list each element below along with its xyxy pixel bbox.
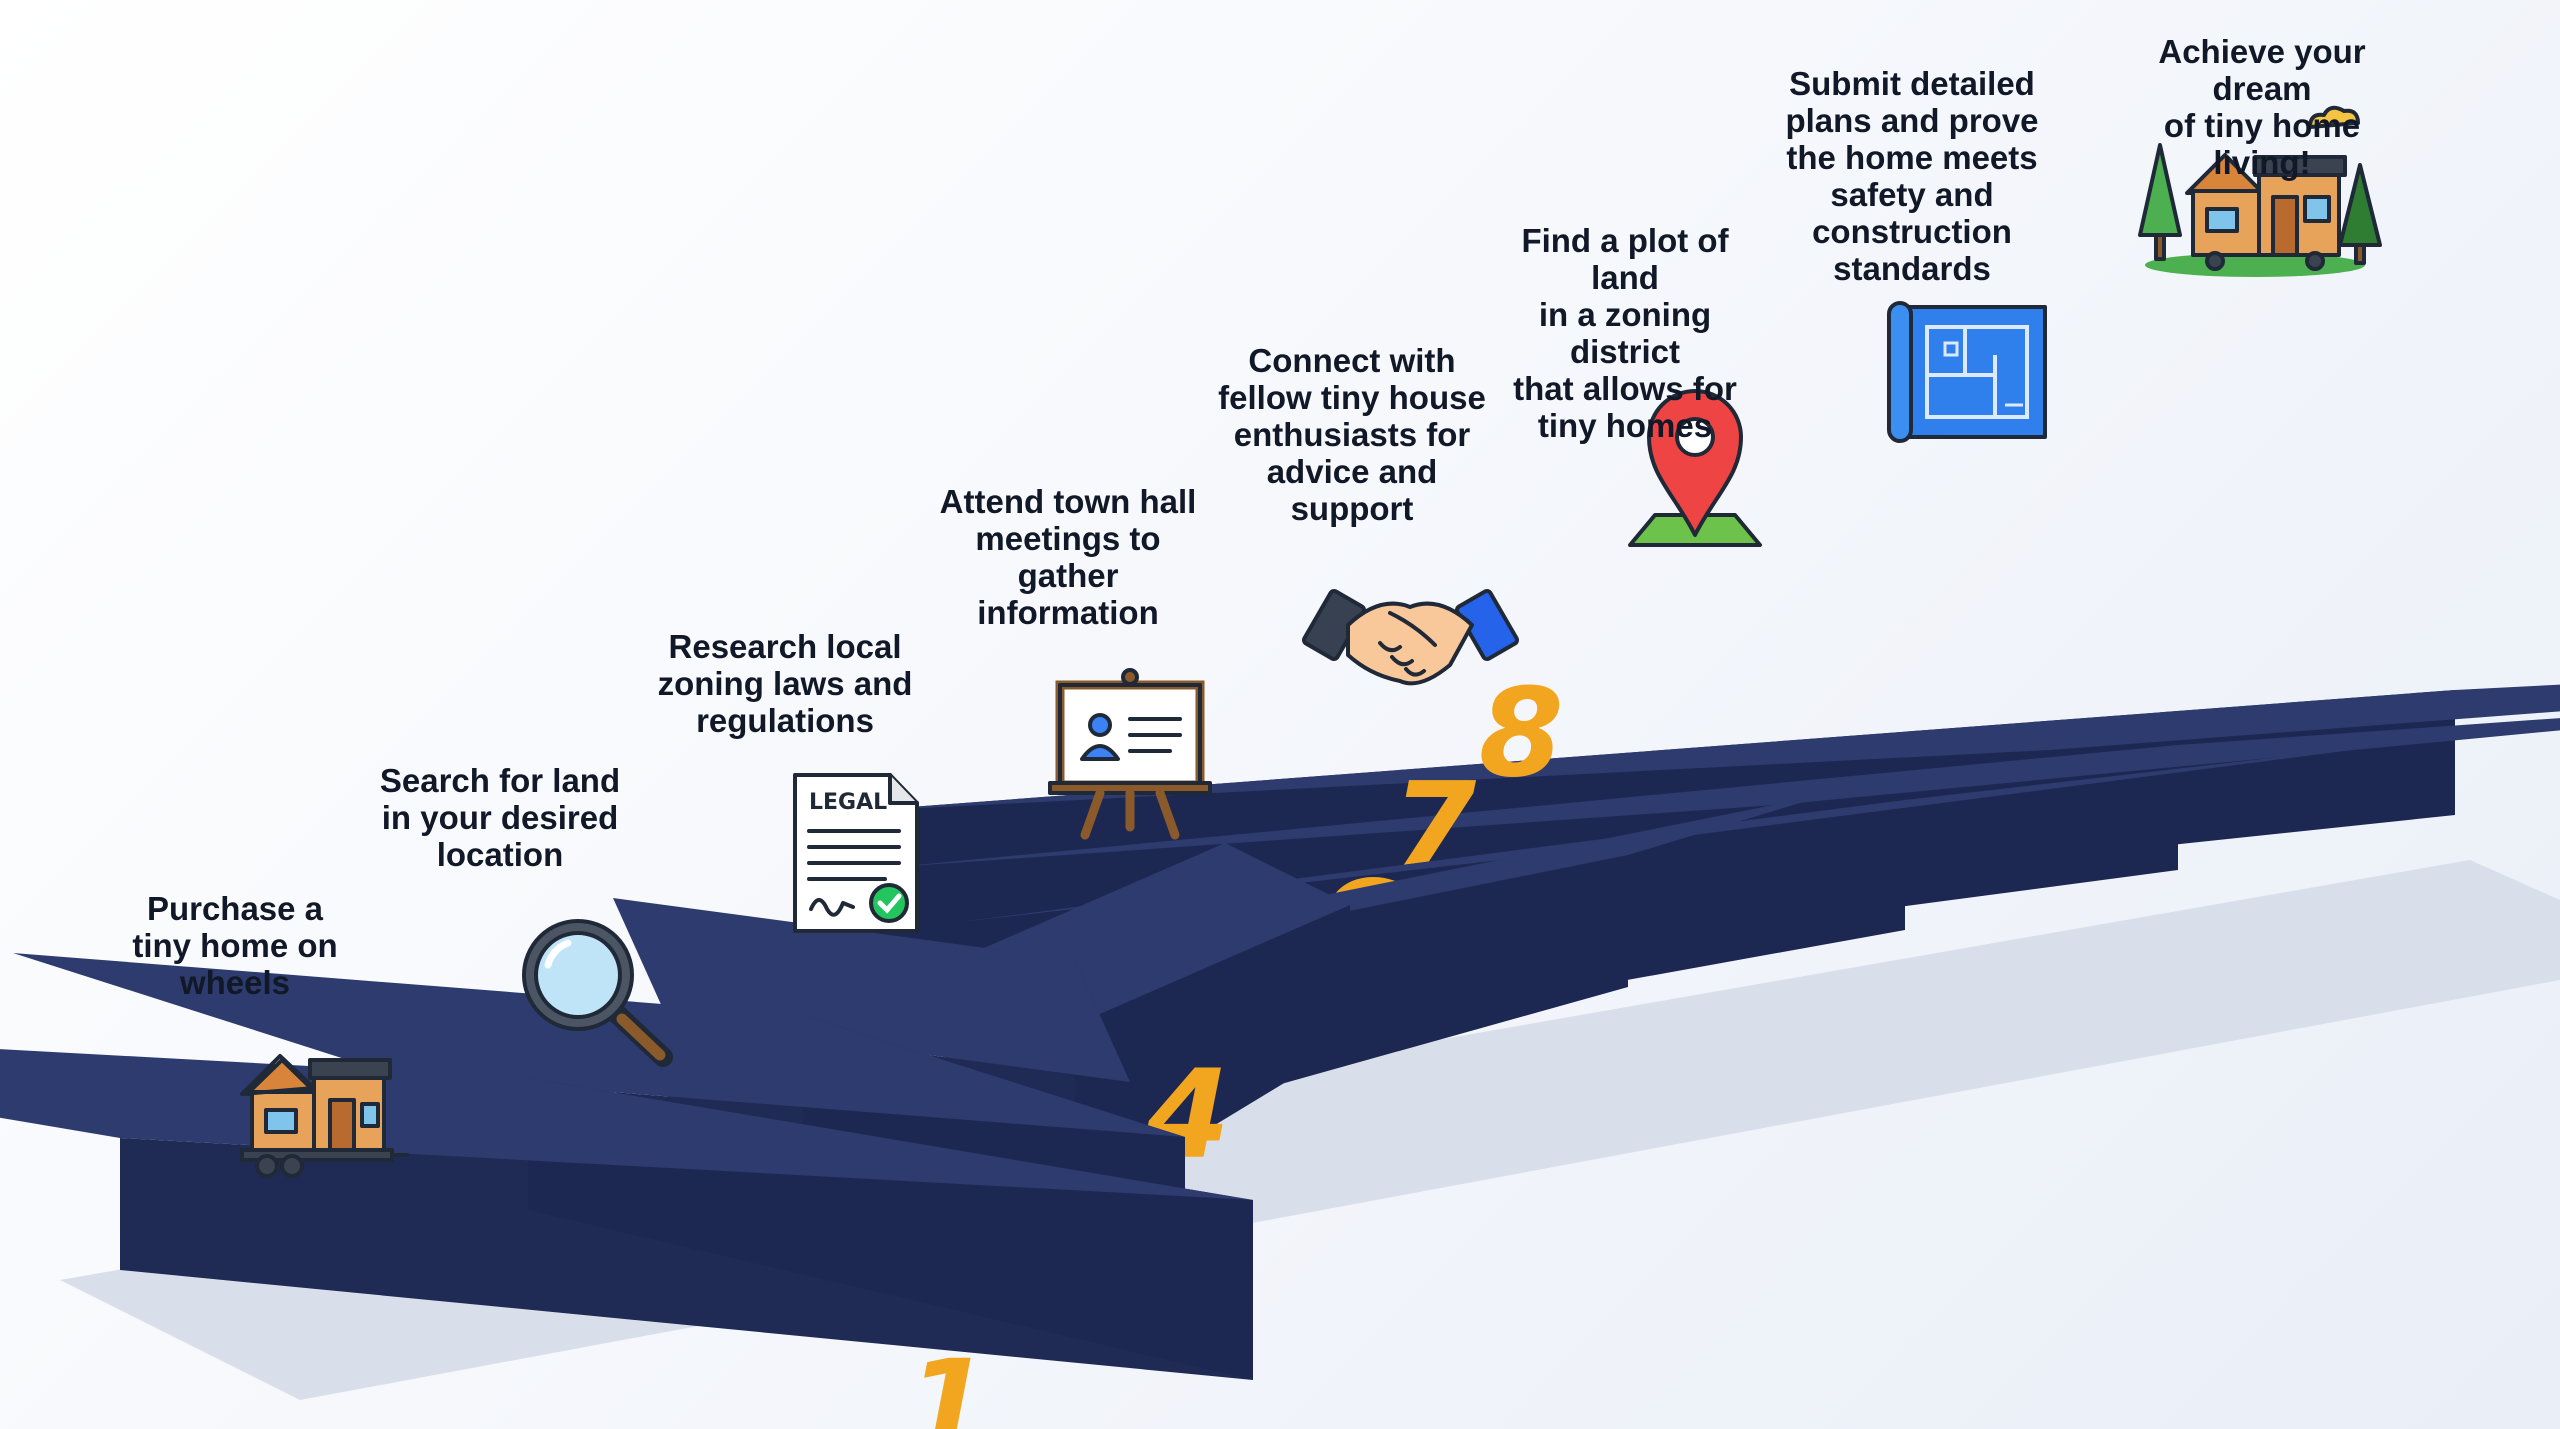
map-pin-icon <box>1628 389 1762 547</box>
svg-text:LEGAL: LEGAL <box>809 790 887 815</box>
step-label-8: Achieve your dream of tiny home living! <box>2158 33 2366 181</box>
step-label-2: Search for land in your desired location <box>379 762 621 873</box>
step-label-7: Submit detailed plans and prove the home… <box>1785 65 2039 287</box>
step-label-4: Attend town hall meetings to gather info… <box>939 483 1197 631</box>
step-top-face <box>13 953 1185 1137</box>
tiny-house-on-wheels-icon <box>240 1054 409 1178</box>
handshake-icon <box>1302 588 1519 686</box>
step-number: 8 <box>1479 662 1564 804</box>
step-label-5: Connect with fellow tiny house enthusias… <box>1218 342 1486 527</box>
step-number: 1 <box>906 1334 991 1429</box>
step-top-face <box>613 898 1130 1082</box>
step-top-face <box>895 718 2560 867</box>
step-label-1: Purchase a tiny home on wheels <box>132 890 338 1001</box>
icons-group: LEGAL <box>240 105 2382 1178</box>
step-label-6: Find a plot of land in a zoning district… <box>1513 222 1737 444</box>
legal-document-icon: LEGAL <box>793 773 919 933</box>
step-top-face <box>845 684 2560 812</box>
blueprint-icon <box>1887 301 2047 443</box>
steps-group: 87654321 <box>0 662 2560 1429</box>
tiny-house-with-trees-icon <box>2138 105 2382 277</box>
magnifying-glass-icon <box>522 919 673 1067</box>
step-label-3: Research local zoning laws and regulatio… <box>657 628 913 739</box>
presentation-easel-icon <box>1048 668 1212 840</box>
